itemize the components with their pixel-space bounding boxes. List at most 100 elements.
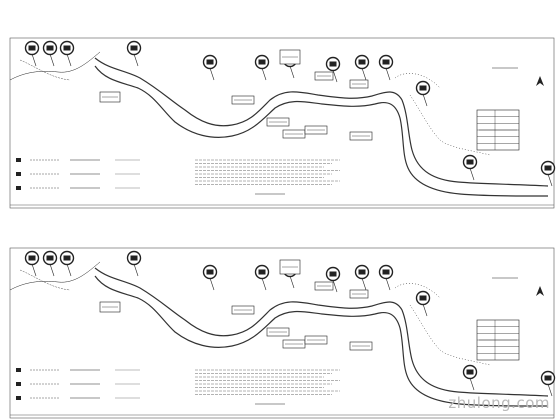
marker-leader: [422, 93, 428, 107]
marker-leader: [469, 167, 475, 181]
north-arrow-icon: [536, 76, 544, 86]
marker-leader: [66, 263, 72, 277]
legend-symbol: [16, 186, 21, 190]
marker-leader: [133, 53, 139, 67]
callout-box: [314, 281, 334, 291]
dam-icon: [258, 269, 266, 275]
road-line: [9, 261, 101, 291]
callout-box: [349, 131, 373, 141]
dam-icon: [544, 375, 552, 381]
river-bank-south: [94, 65, 549, 197]
sheet-svg: [9, 37, 556, 209]
marker-leader: [469, 377, 475, 391]
marker-leader: [361, 67, 367, 81]
location-marker-3: [59, 250, 75, 277]
dam-icon: [258, 59, 266, 65]
dam-icon: [544, 165, 552, 171]
callout-box: [349, 341, 373, 351]
location-marker-12: [462, 364, 478, 391]
location-marker-9: [354, 264, 370, 291]
dam-icon: [382, 59, 390, 65]
marker-leader: [66, 53, 72, 67]
dam-icon: [206, 59, 214, 65]
marker-leader: [49, 263, 55, 277]
drawing-sheet-top: [9, 37, 556, 209]
dam-icon: [419, 295, 427, 301]
dam-icon: [329, 61, 337, 67]
legend-symbol: [16, 368, 21, 372]
dam-icon: [130, 45, 138, 51]
marker-leader: [31, 263, 37, 277]
callout-box: [282, 129, 306, 139]
river-bank-north: [94, 267, 549, 397]
dam-icon: [382, 269, 390, 275]
terrain-contour: [409, 304, 491, 366]
location-marker-10: [378, 54, 394, 81]
location-marker-2: [42, 250, 58, 277]
marker-leader: [49, 53, 55, 67]
location-marker-1: [24, 250, 40, 277]
callout-box: [304, 335, 328, 345]
callout-box: [304, 125, 328, 135]
marker-leader: [133, 263, 139, 277]
location-marker-6: [254, 264, 270, 291]
terrain-contour: [394, 73, 441, 89]
marker-leader: [31, 53, 37, 67]
legend-symbol: [16, 382, 21, 386]
location-marker-13: [540, 370, 556, 397]
dam-icon: [206, 269, 214, 275]
location-marker-10: [378, 264, 394, 291]
marker-leader: [261, 277, 267, 291]
terrain-contour: [394, 283, 441, 299]
dam-icon: [466, 159, 474, 165]
marker-leader: [385, 277, 391, 291]
watermark-text: zhulong.com: [448, 394, 550, 412]
location-marker-4: [126, 250, 142, 277]
location-marker-8: [325, 56, 341, 83]
callout-box: [349, 289, 369, 299]
marker-leader: [261, 67, 267, 81]
dam-icon: [358, 269, 366, 275]
callout-box: [279, 49, 301, 65]
north-arrow-icon: [536, 286, 544, 296]
location-marker-1: [24, 40, 40, 67]
dam-icon: [358, 59, 366, 65]
marker-leader: [385, 67, 391, 81]
marker-leader: [209, 277, 215, 291]
location-marker-12: [462, 154, 478, 181]
terrain-contour: [409, 94, 491, 156]
dam-icon: [28, 255, 36, 261]
callout-box: [314, 71, 334, 81]
dam-icon: [63, 45, 71, 51]
legend-symbol: [16, 396, 21, 400]
callout-box: [99, 91, 121, 103]
road-line: [9, 51, 101, 81]
river-bank-south: [94, 275, 549, 407]
marker-leader: [289, 275, 295, 289]
dam-icon: [28, 45, 36, 51]
callout-box: [99, 301, 121, 313]
marker-leader: [547, 383, 553, 397]
location-marker-8: [325, 266, 341, 293]
location-marker-4: [126, 40, 142, 67]
road-line: [19, 269, 71, 291]
dam-icon: [419, 85, 427, 91]
dam-icon: [329, 271, 337, 277]
callout-box: [231, 95, 255, 105]
dam-icon: [466, 369, 474, 375]
sheet-svg: [9, 247, 556, 419]
road-line: [19, 59, 71, 81]
marker-leader: [332, 69, 338, 83]
marker-leader: [332, 279, 338, 293]
location-marker-5: [202, 264, 218, 291]
dam-icon: [46, 255, 54, 261]
marker-leader: [209, 67, 215, 81]
dam-icon: [46, 45, 54, 51]
marker-leader: [547, 173, 553, 187]
marker-leader: [422, 303, 428, 317]
callout-box: [279, 259, 301, 275]
river-bank-north: [94, 57, 549, 187]
callout-box: [349, 79, 369, 89]
legend-symbol: [16, 172, 21, 176]
drawing-sheet-bottom: [0, 210, 560, 420]
